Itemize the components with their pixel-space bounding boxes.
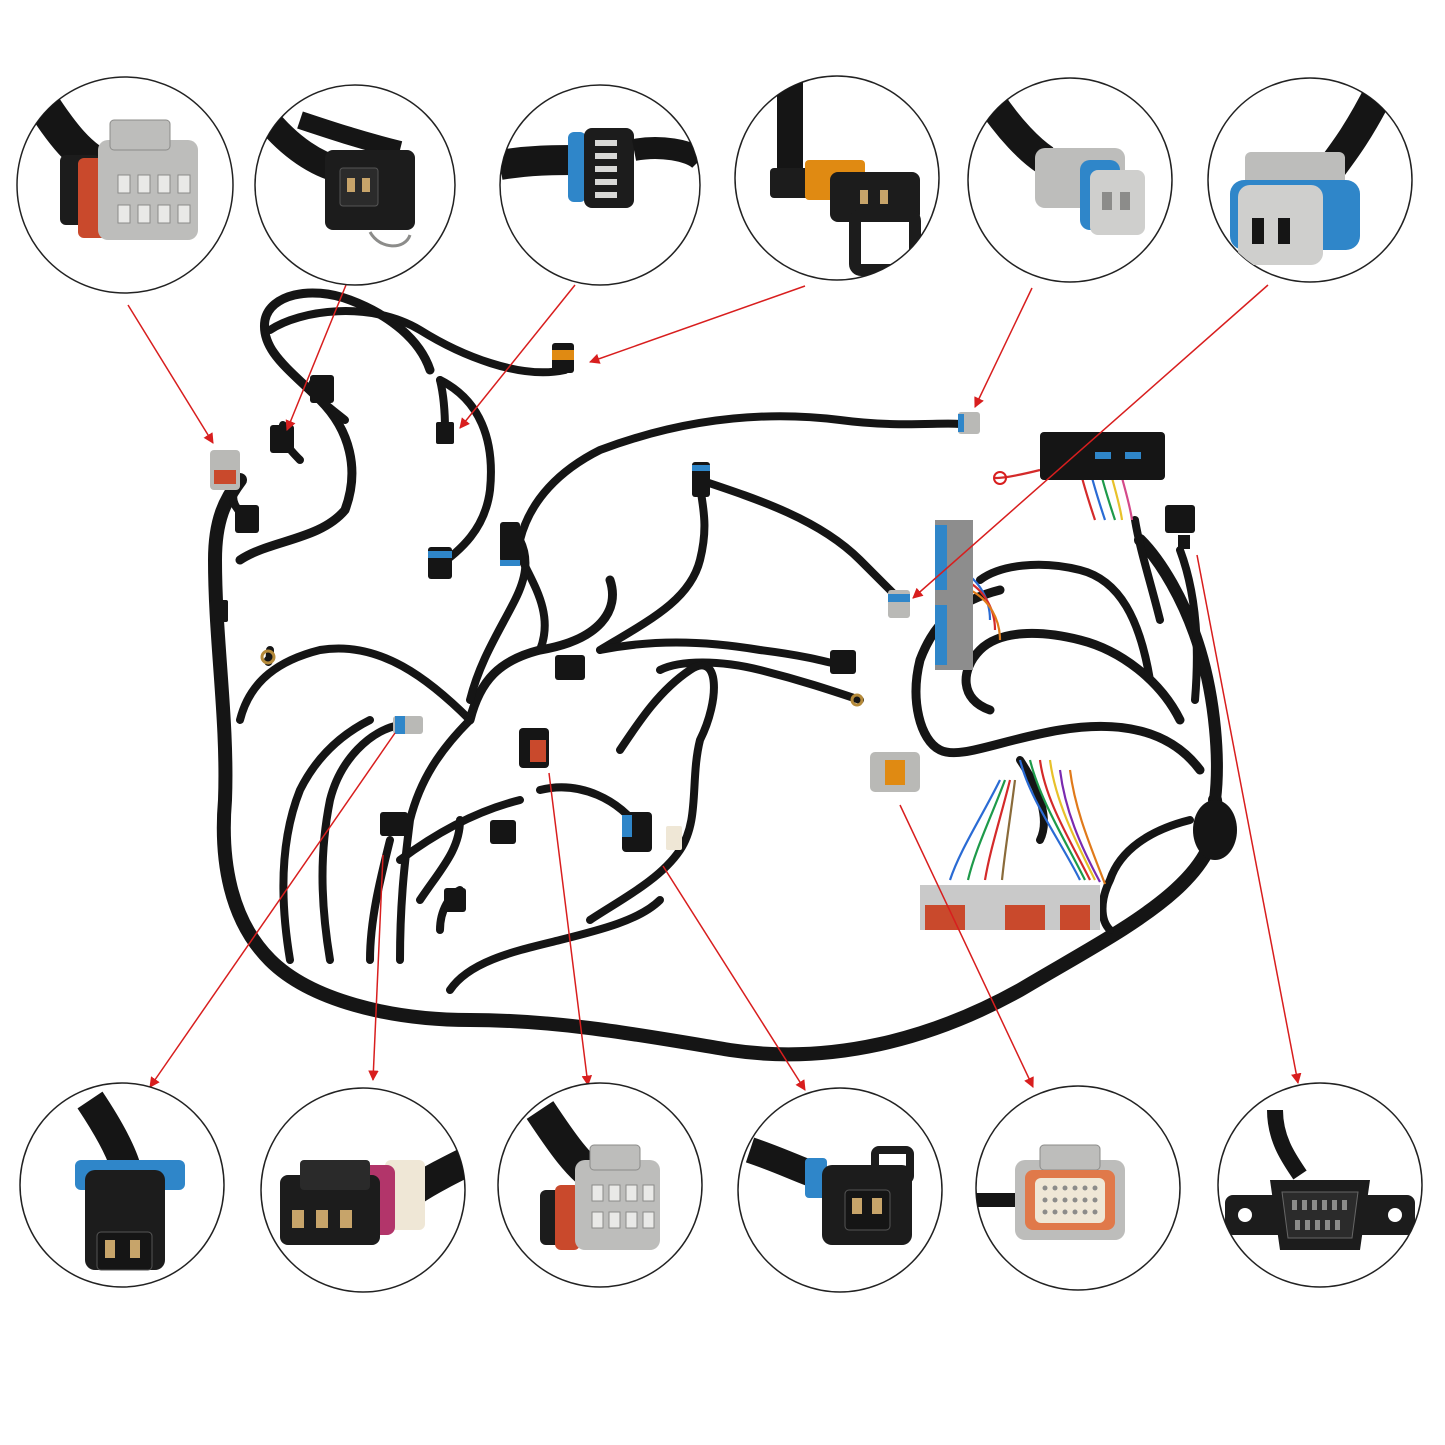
- callout-black-square-connector: [737, 1087, 943, 1293]
- callout-grey-2pin-connector: [967, 77, 1173, 283]
- orange-seal-connector-icon: [770, 79, 921, 276]
- callout-black-2pin-blue-seal: [19, 1082, 225, 1288]
- black-2-pin-connector-icon: [75, 1091, 185, 1271]
- callout-blue-seal-5pin-connector: [499, 84, 701, 286]
- grey-8-pin-connector-icon: [526, 1101, 660, 1250]
- harness-connectors: [210, 343, 1237, 930]
- callout-3pin-pink-seal: [260, 1087, 466, 1293]
- callout-grey-8pin-connector: [16, 76, 234, 294]
- black-square-connector-icon: [745, 1137, 914, 1245]
- callout-arrows: [127, 284, 1302, 1091]
- callout-obd2-connector: [1217, 1082, 1423, 1288]
- callout-grey-8pin-red-seal: [497, 1082, 703, 1288]
- grey-blue-2-pin-connector-icon: [1230, 83, 1394, 265]
- 3-pin-connector-icon: [280, 1146, 465, 1245]
- bulkhead-connector-icon: [976, 1144, 1125, 1240]
- callout-orange-seal-connector: [734, 75, 940, 281]
- callout-orange-bulkhead-connector: [975, 1085, 1181, 1291]
- callout-grey-blue-2pin-connector: [1207, 77, 1413, 283]
- callout-injector-connector: [254, 84, 456, 286]
- harness-wires: [208, 288, 1224, 1062]
- obd2-connector-icon: [1225, 1109, 1415, 1250]
